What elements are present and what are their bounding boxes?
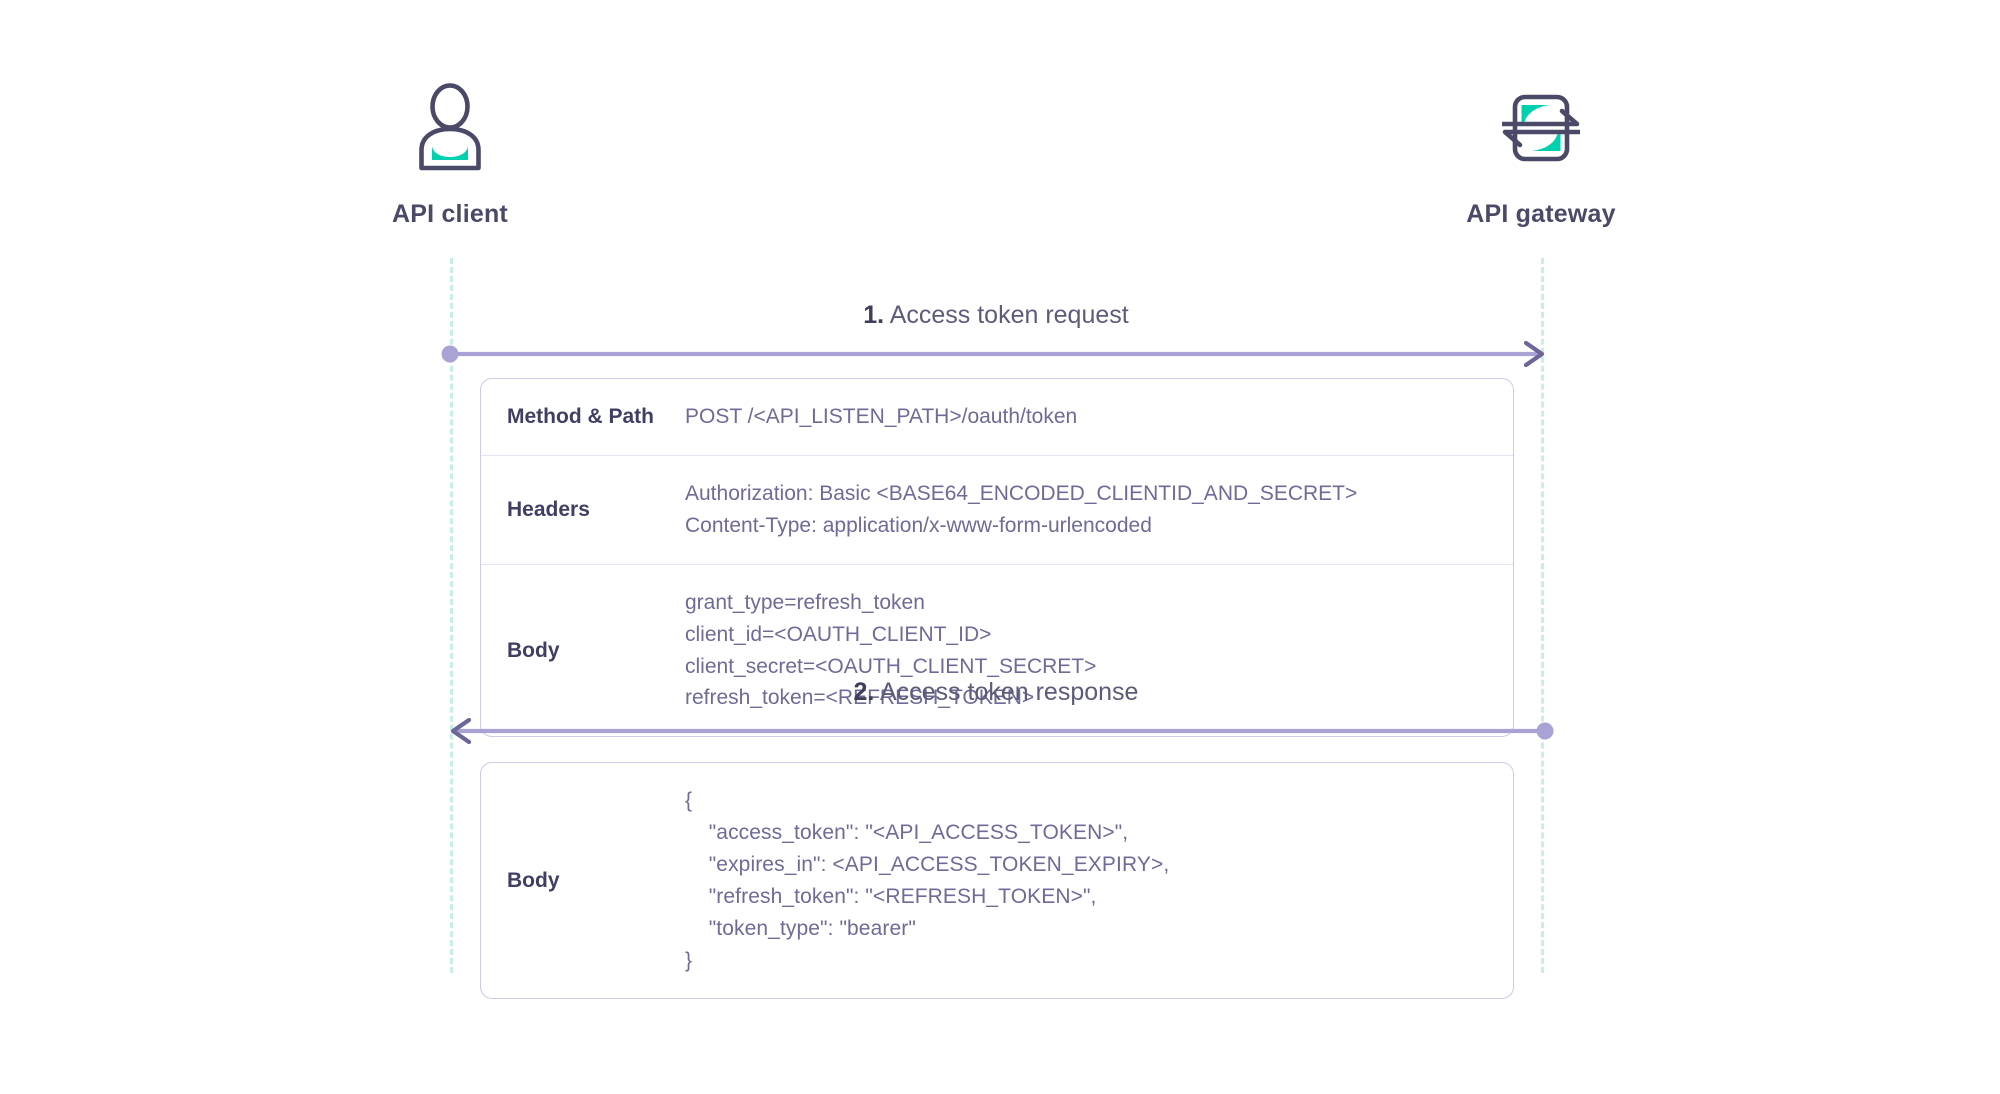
lifeline-api-client: [450, 258, 453, 973]
actor-label-api-client: API client: [392, 200, 508, 228]
user-icon: [300, 82, 600, 174]
actor-label-api-gateway: API gateway: [1466, 200, 1616, 228]
actor-api-client: API client: [300, 82, 600, 229]
api-gateway-icon: [1391, 82, 1691, 174]
step-1-number: 1.: [863, 301, 885, 329]
row-value-body: grant_type=refresh_token client_id=<OAUT…: [685, 590, 1097, 710]
row-key-method-path: Method & Path: [507, 404, 654, 428]
lifeline-api-gateway: [1541, 258, 1544, 973]
step-2-number: 2.: [853, 678, 875, 706]
request-detail-table: Method & Path POST /<API_LISTEN_PATH>/oa…: [480, 378, 1514, 738]
table-row: Body { "access_token": "<API_ACCESS_TOKE…: [481, 763, 1513, 998]
step-1-title: Access token request: [889, 301, 1129, 329]
row-key-body: Body: [507, 868, 560, 892]
actor-api-gateway: API gateway: [1391, 82, 1691, 229]
row-value-method-path: POST /<API_LISTEN_PATH>/oauth/token: [685, 405, 1078, 428]
row-key-body: Body: [507, 638, 560, 662]
message-arrow-2-response: [440, 717, 1555, 745]
step-1-label: 1. Access token request: [450, 301, 1542, 330]
row-value-body: { "access_token": "<API_ACCESS_TOKEN>", …: [685, 789, 1170, 972]
table-row: Headers Authorization: Basic <BASE64_ENC…: [481, 454, 1513, 564]
table-row: Body grant_type=refresh_token client_id=…: [481, 563, 1513, 737]
response-detail-table: Body { "access_token": "<API_ACCESS_TOKE…: [480, 762, 1514, 1000]
step-2-title: Access token response: [879, 678, 1139, 706]
step-2-label: 2. Access token response: [450, 678, 1542, 707]
row-key-headers: Headers: [507, 497, 590, 521]
message-arrow-1-request: [440, 340, 1555, 368]
row-value-headers: Authorization: Basic <BASE64_ENCODED_CLI…: [685, 481, 1358, 537]
table-row: Method & Path POST /<API_LISTEN_PATH>/oa…: [481, 379, 1513, 455]
